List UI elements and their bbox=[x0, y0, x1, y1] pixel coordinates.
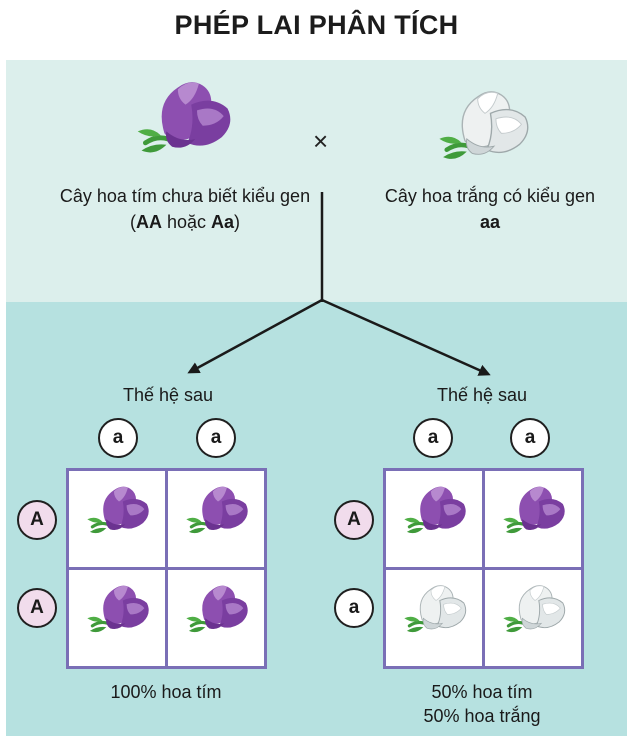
or-text: hoặc bbox=[161, 212, 212, 232]
purple-flower-icon bbox=[180, 580, 256, 640]
parents-panel bbox=[6, 60, 627, 302]
parent-right-line2: aa bbox=[360, 209, 620, 235]
offspring-left-label: Thế hệ sau bbox=[122, 385, 214, 405]
punnett-cell bbox=[386, 570, 482, 666]
white-flower-icon bbox=[398, 580, 474, 640]
allele-side-left-2: A bbox=[17, 588, 57, 628]
allele-top-right-1: a bbox=[413, 418, 453, 458]
purple-flower-icon bbox=[180, 481, 256, 541]
paren-close: ) bbox=[234, 212, 241, 232]
parent-left-line1: Cây hoa tím chưa biết kiểu gen bbox=[59, 186, 311, 206]
allele-side-right-2: a bbox=[334, 588, 374, 628]
parent-right-line1: Cây hoa trắng có kiểu gen bbox=[384, 186, 596, 206]
punnett-cell bbox=[386, 471, 482, 567]
page-title: PHÉP LAI PHÂN TÍCH bbox=[174, 10, 459, 40]
result-right: 50% hoa tím 50% hoa trắng bbox=[382, 680, 582, 728]
genotype-Aa: Aa bbox=[211, 212, 235, 232]
punnett-cell bbox=[69, 471, 165, 567]
white-flower-icon bbox=[497, 580, 573, 640]
punnett-cell bbox=[485, 570, 581, 666]
punnett-square-right bbox=[383, 468, 584, 669]
purple-flower-icon bbox=[398, 481, 474, 541]
purple-flower-icon bbox=[497, 481, 573, 541]
allele-top-left-1: a bbox=[98, 418, 138, 458]
purple-flower-icon bbox=[81, 580, 157, 640]
genotype-AA: AA bbox=[135, 212, 162, 232]
allele-side-left-1: A bbox=[17, 500, 57, 540]
cross-symbol: × bbox=[313, 126, 329, 156]
parent-left-line2: (AA hoặc Aa) bbox=[40, 209, 330, 235]
allele-top-right-2: a bbox=[510, 418, 550, 458]
punnett-cell bbox=[168, 570, 264, 666]
parent-right-label: Cây hoa trắng có kiểu gen aa bbox=[360, 183, 620, 235]
allele-side-right-1: A bbox=[334, 500, 374, 540]
allele-top-left-2: a bbox=[196, 418, 236, 458]
genotype-aa: aa bbox=[479, 212, 501, 232]
result-right-line2: 50% hoa trắng bbox=[423, 706, 541, 726]
punnett-cell bbox=[168, 471, 264, 567]
result-left: 100% hoa tím bbox=[110, 682, 222, 702]
punnett-cell bbox=[485, 471, 581, 567]
paren-open: ( bbox=[129, 212, 136, 232]
punnett-cell bbox=[69, 570, 165, 666]
punnett-square-left bbox=[66, 468, 267, 669]
purple-flower-icon bbox=[81, 481, 157, 541]
parent-left-label: Cây hoa tím chưa biết kiểu gen (AA hoặc … bbox=[40, 183, 330, 235]
result-right-line1: 50% hoa tím bbox=[431, 682, 533, 702]
offspring-right-label: Thế hệ sau bbox=[436, 385, 528, 405]
